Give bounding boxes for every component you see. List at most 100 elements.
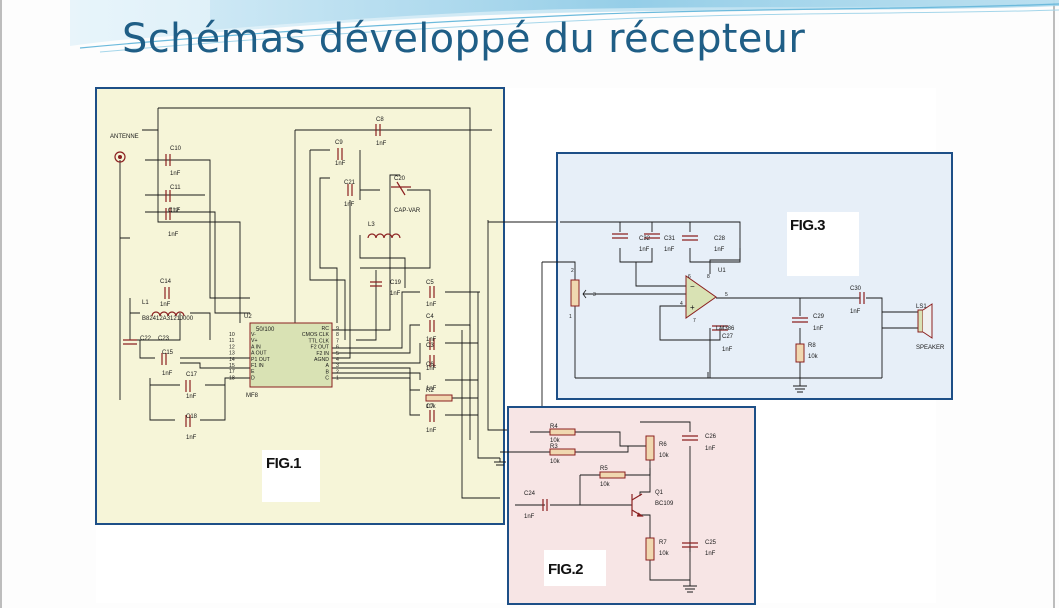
fig3-c31-value: 1nF — [664, 247, 675, 253]
fig3-c32-value: 1nF — [639, 247, 650, 253]
fig1-c20-ref: C20 — [394, 176, 406, 182]
fig3-c27-ref: C27 — [722, 334, 734, 340]
fig3-c30-value: 1nF — [850, 309, 861, 315]
fig1-c8-value: 1nF — [376, 141, 387, 147]
fig2-r5-ref: R5 — [600, 466, 608, 472]
fig1-c22-ref: C22 — [140, 336, 152, 342]
ic-u2-pin-num-9: 9 — [336, 326, 339, 332]
fig3-c30-ref: C30 — [850, 286, 862, 292]
fig3-capacitors — [612, 233, 865, 331]
antenna-symbol: ANTENNE — [110, 134, 139, 163]
ic-u2-pin-num-15: 15 — [229, 363, 235, 369]
fig2-label: FIG.2 — [548, 561, 583, 578]
fig3-c28-value: 1nF — [714, 247, 725, 253]
fig1-c12-value: 1nF — [168, 232, 179, 238]
opamp-u1-part: LM386 — [716, 326, 735, 332]
fig1-c18-ref: C18 — [186, 414, 198, 420]
fig3-section: FIG.3 — [541, 152, 953, 432]
ic-u2-pin-num-10: 10 — [229, 332, 235, 338]
fig1-c11-value: 1nF — [170, 208, 181, 214]
fig1-c7-ref: C7 — [426, 404, 434, 410]
decorative-wave-header — [70, 0, 1059, 53]
ic-u2-pin-f2-in: F2 IN — [316, 351, 329, 357]
fig3-potentiometer — [570, 279, 580, 307]
fig2-section: FIG.2 — [494, 406, 756, 605]
fig2-label-box — [544, 550, 606, 586]
opamp-pin-2: 2 — [571, 268, 574, 274]
fig1-label: FIG.1 — [266, 455, 301, 472]
fig1-c6-value: 1nF — [426, 386, 437, 392]
opamp-pin-3: 3 — [593, 292, 596, 298]
slide-border-left — [0, 0, 2, 608]
fig2-c26-ref: C26 — [705, 434, 717, 440]
ic-u2-pin-num-6: 6 — [336, 345, 339, 351]
ic-u2-pin-num-18: 18 — [229, 375, 235, 381]
fig1-c22-value: 1nF — [0, 0, 11, 2]
fig2-capacitors — [542, 435, 698, 548]
fig1-resistor-r2 — [425, 394, 453, 402]
fig1-r2-ref: R2 — [426, 388, 434, 394]
fig1-c12-ref: C12 — [168, 208, 180, 214]
ic-u2-pin-a: A — [326, 363, 330, 369]
fig2-q1-ref: Q1 — [655, 490, 664, 496]
fig3-opamp-u1 — [685, 275, 717, 319]
fig2-c24-ref: C24 — [524, 491, 536, 497]
fig1-r2-value: 10k — [426, 404, 437, 410]
opamp-minus: − — [690, 282, 695, 291]
fig3-c29-value: 1nF — [813, 326, 824, 332]
fig2-r6-ref: R6 — [659, 442, 667, 448]
fig1-inductors — [151, 233, 401, 317]
ic-u2-pin-f1-in: F1 IN — [251, 363, 264, 369]
ic-u2-pin-num-5: 5 — [336, 351, 339, 357]
fig1-c9-ref: C9 — [335, 140, 343, 146]
fig2-q1-value: BC109 — [655, 501, 674, 507]
ic-u2-pin-cmos-clk: CMOS CLK — [302, 332, 330, 338]
fig1-c3-value: 1nF — [426, 366, 437, 372]
ic-u2-pin-num-13: 13 — [229, 351, 235, 357]
ic-u2-pin-v+: V+ — [251, 338, 258, 344]
fig3-label-box — [787, 212, 859, 276]
fig1-c15-value: 1nF — [162, 371, 173, 377]
fig1-c8-ref: C8 — [376, 117, 384, 123]
ic-u2-pin-f2-out: F2 OUT — [311, 345, 330, 351]
fig1-c15-ref: C15 — [162, 350, 174, 356]
ic-u2-name: 50/100 — [256, 327, 275, 333]
fig3-r8-value: 10k — [808, 354, 819, 360]
ic-u2-pin-num-11: 11 — [229, 338, 234, 344]
fig1-c11-ref: C11 — [170, 185, 181, 191]
ic-u2-pin-c: C — [325, 376, 329, 382]
fig1-c10-value: 1nF — [170, 171, 181, 177]
fig3-c31-ref: C31 — [664, 236, 676, 242]
slide-title: Schémas développé du récepteur — [122, 16, 806, 62]
ic-u2-part: MF8 — [246, 393, 259, 399]
fig3-ls1-ref: LS1 — [916, 304, 927, 310]
opamp-pin-6: 6 — [688, 274, 691, 280]
fig1-l1-ref: L1 — [142, 300, 149, 306]
fig1-l1-value: B82412A3121J000 — [142, 316, 194, 322]
ic-u2-pin-p1-out: P1 OUT — [251, 357, 271, 363]
slide-border-right — [1053, 0, 1055, 608]
fig3-frame — [556, 152, 953, 400]
ic-u2-pin-v-: V- — [251, 332, 256, 338]
fig3-resistor-r8 — [795, 343, 805, 363]
ic-u2-pin-a-out: A OUT — [251, 351, 267, 357]
fig1-c4-ref: C4 — [426, 314, 434, 320]
fig1-c10-ref: C10 — [170, 146, 182, 152]
fig1-c14-value: 1nF — [160, 302, 171, 308]
fig1-wiring — [119, 107, 560, 499]
ic-u2-pin-num-7: 7 — [336, 338, 339, 344]
ic-u2-pin-num-1: 1 — [336, 376, 339, 382]
fig1-c3-ref: C3 — [426, 343, 434, 349]
speaker-icon — [917, 303, 933, 339]
ic-u2-pin-e: E — [251, 369, 255, 375]
fig1-c18-value: 1nF — [186, 435, 197, 441]
fig3-c32-ref: C32 — [639, 236, 651, 242]
fig2-c25-ref: C25 — [705, 540, 717, 546]
fig1-capacitors — [123, 124, 435, 427]
fig2-r4-ref: R4 — [550, 424, 558, 430]
opamp-pin-7: 7 — [693, 318, 696, 324]
